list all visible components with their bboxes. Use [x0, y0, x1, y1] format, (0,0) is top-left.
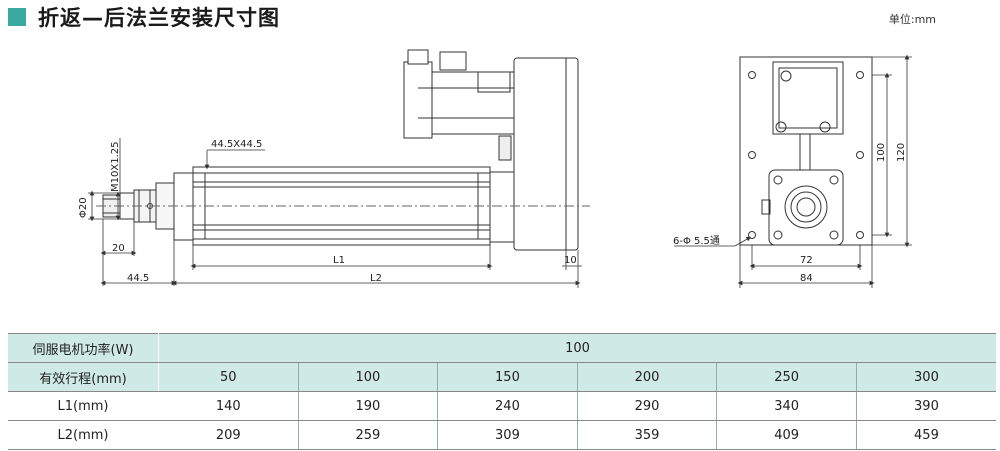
end-dim-text: 6-Φ 5.5通 72 84 100 120	[673, 143, 907, 284]
end-motor-box	[772, 61, 844, 135]
l1-cell: 340	[716, 391, 857, 421]
dim-inner-height: 100	[876, 143, 887, 162]
title-bar: 折返—后法兰安装尺寸图	[8, 4, 280, 30]
l1-label: L1(mm)	[8, 391, 159, 421]
spec-table: 伺服电机功率(W) 100 有效行程(mm) 50 100 150 200 25…	[8, 333, 996, 450]
side-view	[96, 49, 590, 251]
l2-label: L2(mm)	[8, 420, 159, 450]
title-marker	[8, 8, 26, 26]
end-cap-square	[768, 169, 844, 246]
dim-shaft-len: 20	[112, 243, 125, 254]
unit-label: 单位:mm	[888, 13, 936, 26]
table-row-power: 伺服电机功率(W) 100	[8, 333, 996, 363]
end-view	[739, 56, 873, 246]
stroke-cell: 50	[158, 362, 299, 392]
dim-l2: L2	[370, 273, 382, 284]
l2-cell: 409	[716, 420, 857, 450]
stroke-cell: 200	[577, 362, 718, 392]
stroke-cell: 100	[298, 362, 439, 392]
l2-cell: 309	[437, 420, 578, 450]
dim-outer-width: 84	[800, 273, 813, 284]
dim-offset: 44.5	[127, 273, 149, 284]
dim-shaft-dia: Φ20	[78, 197, 89, 218]
motor-power-value: 100	[158, 333, 996, 363]
dim-l1: L1	[333, 255, 345, 266]
l1-cell: 240	[437, 391, 578, 421]
rear-block	[489, 171, 515, 243]
stroke-cell: 300	[856, 362, 996, 392]
dim-inner-width: 72	[800, 255, 813, 266]
dim-flange: 10	[564, 255, 577, 266]
motor-power-label: 伺服电机功率(W)	[8, 333, 159, 363]
end-dimensions	[674, 54, 912, 288]
l2-cell: 459	[856, 420, 996, 450]
dim-holes: 6-Φ 5.5通	[673, 235, 720, 247]
l1-cell: 140	[158, 391, 299, 421]
dim-thread: M10X1.25	[110, 142, 121, 192]
l2-cell: 259	[298, 420, 439, 450]
table-row-stroke: 有效行程(mm) 50 100 150 200 250 300	[8, 362, 996, 392]
l1-cell: 290	[577, 391, 718, 421]
stroke-cell: 150	[437, 362, 578, 392]
dim-outer-height: 120	[896, 143, 907, 162]
l1-cell: 390	[856, 391, 996, 421]
dimension-drawing: M10X1.25 Φ20 20 44.5X44.5 44.5 L1 L2 10	[78, 49, 912, 288]
l2-cell: 209	[158, 420, 299, 450]
side-dim-text: M10X1.25 Φ20 20 44.5X44.5 44.5 L1 L2 10	[78, 139, 577, 284]
page-title: 折返—后法兰安装尺寸图	[38, 6, 280, 30]
stroke-cell: 250	[716, 362, 857, 392]
table-row-l1: L1(mm) 140 190 240 290 340 390	[8, 391, 996, 421]
l1-cell: 190	[298, 391, 439, 421]
l2-cell: 359	[577, 420, 718, 450]
rear-flange	[513, 57, 579, 251]
table-row-l2: L2(mm) 209 259 309 359 409 459	[8, 420, 996, 450]
dim-square: 44.5X44.5	[211, 139, 262, 150]
side-dimensions	[88, 138, 582, 288]
stroke-label: 有效行程(mm)	[8, 362, 159, 392]
mount-hole	[748, 71, 756, 79]
